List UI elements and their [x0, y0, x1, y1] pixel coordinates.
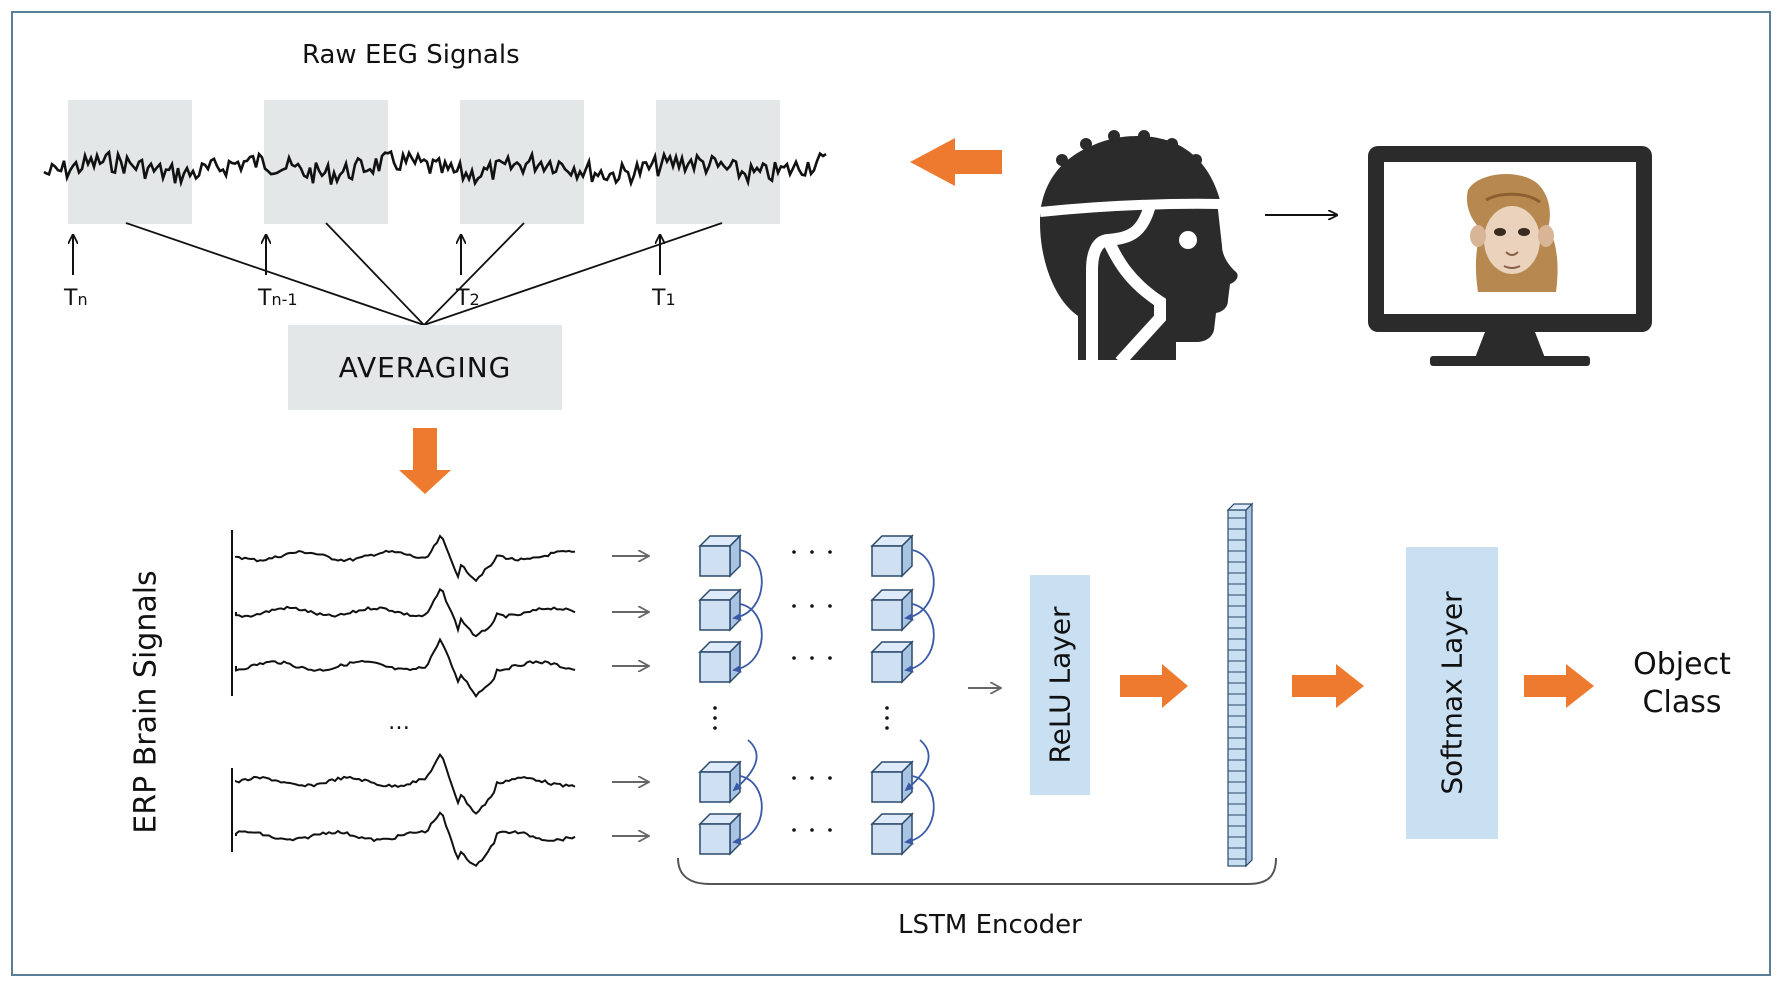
converge-line-4 [423, 222, 723, 326]
erp-trace-5 [235, 811, 576, 867]
trial-label-t2: T2 [456, 286, 480, 311]
feature-vector [1226, 502, 1254, 868]
relu-layer-label: ReLU Layer [1043, 606, 1077, 764]
averaging-converge-lines [125, 222, 723, 326]
dot-h-1-0 [792, 604, 796, 608]
object-class-line1: Object [1633, 647, 1731, 682]
recurrent-arrow-gap-c2 [904, 739, 930, 792]
converge-line-2 [325, 222, 425, 326]
dot-h-0-1 [810, 550, 814, 554]
relu-layer-box [1030, 575, 1090, 795]
raw-eeg-title: Raw EEG Signals [302, 40, 520, 70]
object-class-label: Object Class [1620, 646, 1744, 722]
erp-signals [231, 530, 576, 867]
trial-label-t1: T1 [652, 286, 676, 311]
dot-h-1-2 [828, 604, 832, 608]
trial-label-tn: Tn [64, 286, 88, 311]
dot-h-3-1 [810, 776, 814, 780]
converge-line-3 [423, 222, 525, 326]
trial-onset-arrows [73, 236, 660, 275]
dot-h-4-2 [828, 828, 832, 832]
dot-h-4-0 [792, 828, 796, 832]
erp-trace-2 [235, 587, 576, 638]
dot-v-0-1 [713, 716, 717, 720]
dot-h-2-0 [792, 656, 796, 660]
lstm-cell-c2-r2 [870, 588, 914, 632]
erp-trace-3 [235, 637, 576, 699]
dot-h-0-0 [792, 550, 796, 554]
recurrent-arrow-c1-1 [732, 549, 763, 621]
lstm-cells [698, 534, 935, 856]
orange-arrow-relu-to-vector [1120, 664, 1188, 708]
dot-h-3-2 [828, 776, 832, 780]
orange-arrow-softmax-to-output [1524, 664, 1594, 708]
feature-vector-bar [1227, 509, 1247, 867]
trial-window-2 [264, 100, 388, 224]
orange-arrow-left [910, 138, 1002, 186]
recurrent-arrow-c1-2 [732, 603, 763, 673]
erp-ellipsis: … [388, 710, 410, 735]
trial-label-tn-1: Tn-1 [258, 286, 298, 311]
object-class-line2: Class [1642, 685, 1722, 720]
lstm-cell-c1-r4 [698, 760, 742, 804]
recurrent-arrow-c2-1 [904, 549, 935, 621]
dot-v-1-2 [885, 726, 889, 730]
eeg-headset-icon [1039, 130, 1238, 367]
dot-h-2-1 [810, 656, 814, 660]
erp-brain-signals-label: ERP Brain Signals [128, 570, 164, 834]
softmax-layer-box [1406, 547, 1498, 839]
raw-eeg-trace [43, 149, 827, 188]
lstm-cell-c1-r1 [698, 534, 742, 578]
averaging-box [288, 325, 562, 410]
erp-trace-1 [235, 534, 576, 583]
lstm-encoder-brace [677, 857, 1277, 885]
dot-v-0-2 [713, 726, 717, 730]
lstm-cell-c2-r3 [870, 640, 914, 684]
recurrent-arrow-c2-2 [904, 603, 935, 673]
lstm-cell-c2-r1 [870, 534, 914, 578]
lstm-encoder-label: LSTM Encoder [898, 910, 1082, 940]
trial-windows [68, 100, 780, 224]
dot-v-1-1 [885, 716, 889, 720]
recurrent-arrow-c1-3 [732, 775, 763, 845]
monitor-icon [1368, 146, 1652, 366]
erp-trace-4 [235, 752, 576, 815]
orange-arrow-down [399, 428, 451, 494]
lstm-cell-c1-r2 [698, 588, 742, 632]
erp-to-lstm-arrows [612, 556, 648, 836]
figure-frame [11, 11, 1771, 976]
dot-v-0-0 [713, 706, 717, 710]
dot-h-1-1 [810, 604, 814, 608]
softmax-layer-label: Softmax Layer [1435, 591, 1469, 795]
trial-window-3 [460, 100, 584, 224]
lstm-cell-c1-r5 [698, 812, 742, 856]
dot-h-3-0 [792, 776, 796, 780]
monkey-stimulus-image [1466, 173, 1558, 292]
lstm-cell-c1-r3 [698, 640, 742, 684]
dot-h-4-1 [810, 828, 814, 832]
averaging-label: AVERAGING [338, 351, 512, 384]
converge-line-1 [125, 222, 425, 326]
orange-arrow-vector-to-softmax [1292, 664, 1364, 708]
lstm-cell-c2-r4 [870, 760, 914, 804]
recurrent-arrow-gap-c1 [732, 739, 758, 792]
lstm-cell-c2-r5 [870, 812, 914, 856]
dot-h-0-2 [828, 550, 832, 554]
dot-h-2-2 [828, 656, 832, 660]
dot-v-1-0 [885, 706, 889, 710]
recurrent-arrow-c2-3 [904, 775, 935, 845]
